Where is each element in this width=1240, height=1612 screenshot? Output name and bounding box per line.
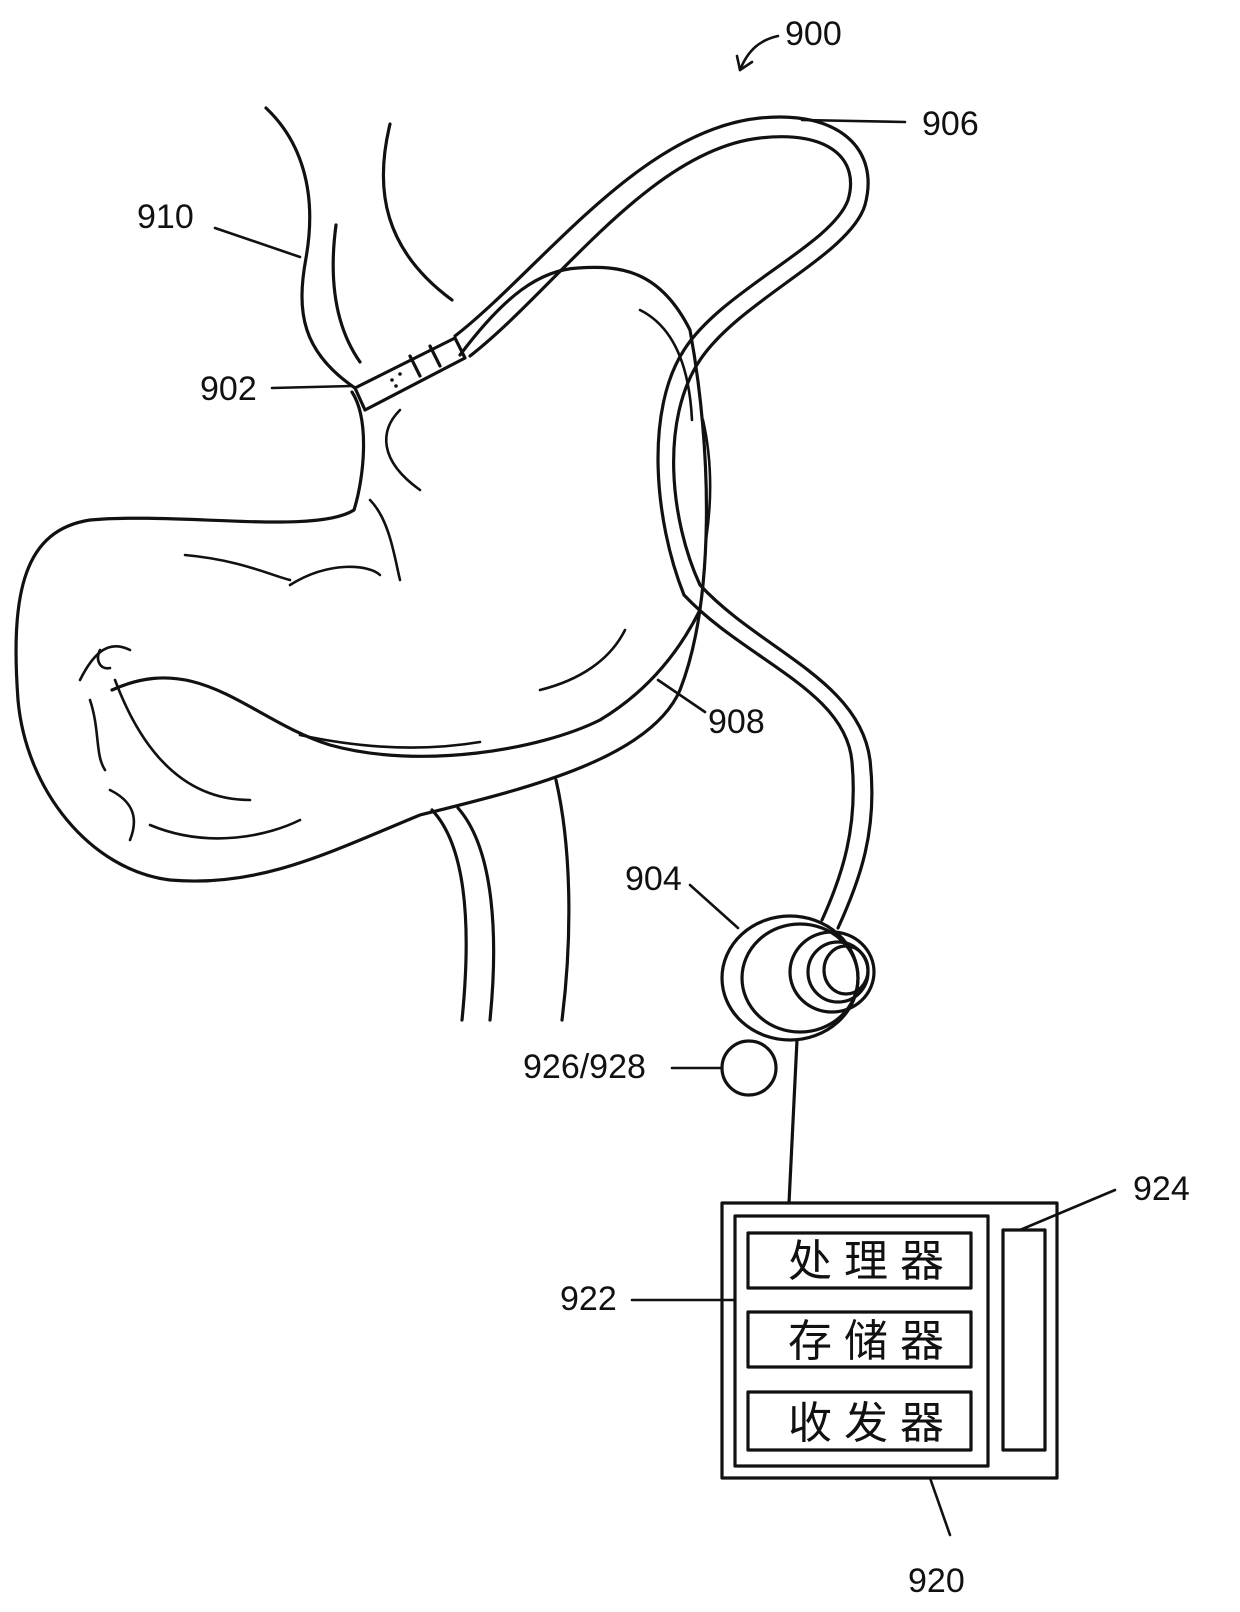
stomach <box>16 267 710 1020</box>
sensor-circle <box>722 1041 776 1095</box>
module-processor: 处理器 <box>788 1236 956 1287</box>
display-panel <box>1003 1230 1045 1450</box>
label-922: 922 <box>560 1280 617 1318</box>
wire <box>789 1040 797 1203</box>
label-924: 924 <box>1133 1170 1190 1208</box>
esophagus <box>266 108 452 388</box>
label-904: 904 <box>625 860 682 898</box>
label-900: 900 <box>785 15 842 53</box>
label-920: 920 <box>908 1562 965 1600</box>
module-transceiver: 收发器 <box>788 1398 956 1449</box>
label-908: 908 <box>708 703 765 741</box>
module-memory: 存储器 <box>788 1316 956 1367</box>
label-910: 910 <box>137 198 194 236</box>
access-port <box>722 916 874 1040</box>
leader-lines <box>215 36 1115 1535</box>
controller-box: 处理器 存储器 收发器 <box>722 1203 1057 1478</box>
label-906: 906 <box>922 105 979 143</box>
tubing <box>455 117 872 928</box>
label-926-928: 926/928 <box>523 1048 646 1086</box>
label-902: 902 <box>200 370 257 408</box>
reference-labels: 900 906 910 902 908 904 926/928 922 924 … <box>137 15 1190 1600</box>
gastric-band <box>355 338 465 410</box>
